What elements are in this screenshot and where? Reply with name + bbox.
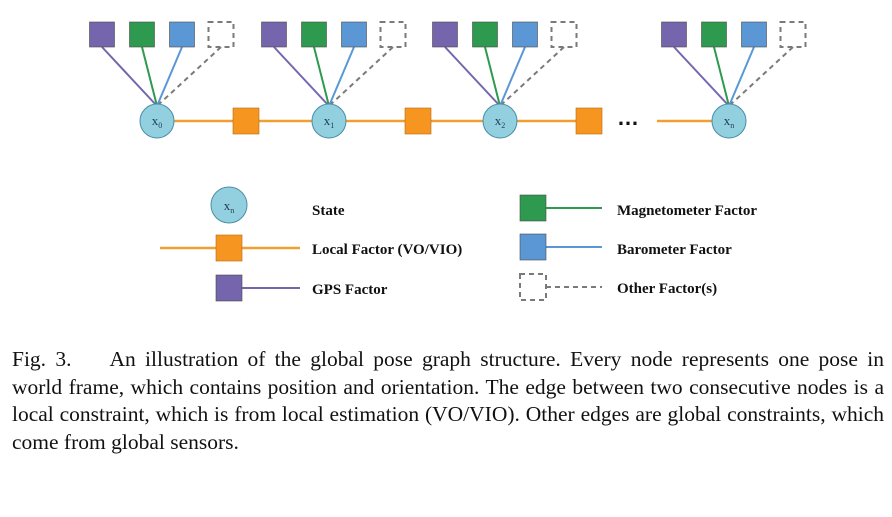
other-edge [728,46,794,107]
state-node [139,103,175,139]
pose-graph: … x0 x1 x2 xn [89,21,807,139]
magnetometer-factor [472,21,498,48]
state-node [311,103,347,139]
gps-factor [661,21,687,48]
legend-gps-label: GPS Factor [312,282,388,298]
legend-local-factor-icon [215,234,243,262]
legend-magnetometer-factor: Magnetometer Factor [519,194,757,222]
legend-state-label: State [312,203,345,219]
barometer-edge [328,46,355,107]
caption-text: An illustration of the global pose graph… [12,347,884,454]
legend-local-factor: Local Factor (VO/VIO) [160,234,462,262]
ellipsis: … [617,105,639,130]
magnetometer-factor [701,21,727,48]
gps-factor [89,21,115,48]
magnetometer-factor [129,21,155,48]
legend-other-factor-icon [519,273,547,301]
gps-factor [432,21,458,48]
barometer-edge [728,46,755,107]
magnetometer-factor [301,21,327,48]
magnetometer-edge [484,46,501,107]
legend-barometer-factor-icon [519,233,547,261]
magnetometer-edge [713,46,730,107]
figure-caption: Fig. 3.An illustration of the global pos… [12,346,884,456]
legend: xn State Local Factor (VO/VIO) GPS Facto… [160,186,757,302]
barometer-edge [156,46,183,107]
other-factor [779,21,807,48]
gps-edge [444,46,501,107]
state-node-label: xn [724,113,735,130]
legend-gps-factor: GPS Factor [215,274,388,302]
state-node [711,103,747,139]
barometer-edge [499,46,526,107]
legend-state: xn State [210,186,345,224]
legend-state-icon-label: xn [224,198,235,215]
legend-other-label: Other Factor(s) [617,281,717,297]
figure-label: Fig. 3. [12,347,72,371]
legend-magnetometer-factor-icon [519,194,547,222]
gps-edge [101,46,158,107]
legend-barometer-factor: Barometer Factor [519,233,732,261]
legend-magnetometer-label: Magnetometer Factor [617,203,757,219]
barometer-factor [341,21,367,48]
local-factor [404,107,432,135]
legend-gps-factor-icon [215,274,243,302]
gps-edge [673,46,730,107]
pose-graph-diagram: … x0 x1 x2 xn xn State Local Factor (VO/VIO)… [89,21,807,302]
other-edge [499,46,565,107]
local-factor [575,107,603,135]
magnetometer-edge [313,46,330,107]
legend-state-icon [210,186,248,224]
legend-barometer-label: Barometer Factor [617,242,732,258]
state-node-label: x2 [495,113,506,130]
barometer-factor [512,21,538,48]
magnetometer-edge [141,46,158,107]
other-factor [207,21,235,48]
legend-local-label: Local Factor (VO/VIO) [312,242,462,258]
state-node-label: x0 [152,113,163,130]
state-node-label: x1 [324,113,335,130]
other-factor [379,21,407,48]
other-factor [550,21,578,48]
other-edge [156,46,222,107]
legend-other-factor: Other Factor(s) [519,273,717,301]
barometer-factor [169,21,195,48]
state-node [482,103,518,139]
other-edge [328,46,394,107]
local-factor [232,107,260,135]
barometer-factor [741,21,767,48]
gps-edge [273,46,330,107]
gps-factor [261,21,287,48]
